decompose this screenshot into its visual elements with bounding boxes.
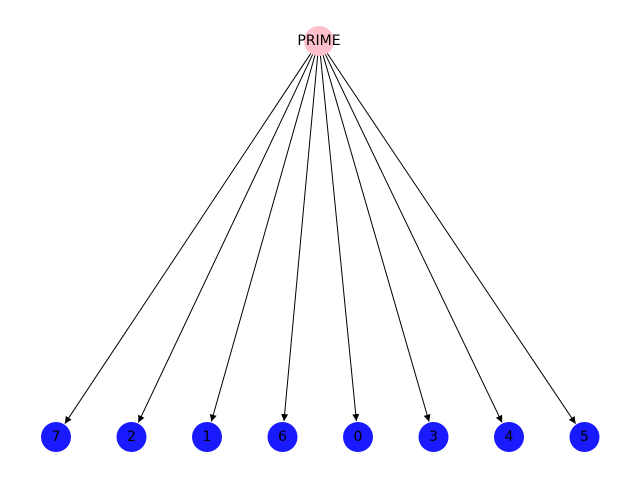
node-0: 0 — [343, 422, 373, 452]
node-4: 4 — [494, 422, 524, 452]
node-4-label: 4 — [505, 429, 514, 445]
node-1: 1 — [192, 422, 222, 452]
node-1-label: 1 — [203, 429, 212, 445]
node-1-circle — [192, 422, 222, 452]
node-7: 7 — [41, 422, 71, 452]
edge-prime-to-1 — [209, 51, 317, 422]
node-2-circle — [116, 422, 147, 452]
edge-prime-to-7 — [64, 49, 314, 424]
node-7-circle — [41, 422, 71, 452]
edge-prime-to-2 — [137, 50, 315, 423]
node-4-circle — [494, 422, 524, 452]
node-3-label: 3 — [429, 429, 438, 445]
node-6-label: 6 — [278, 429, 287, 445]
node-7-label: 7 — [52, 429, 61, 445]
node-3-circle — [418, 422, 449, 452]
node-2: 2 — [116, 422, 147, 452]
node-0-circle — [343, 422, 373, 452]
node-5-circle — [569, 422, 600, 452]
node-2-label: 2 — [127, 429, 136, 445]
edges — [64, 49, 577, 424]
node-5-label: 5 — [580, 429, 589, 445]
node-prime-label: PRIME — [297, 33, 340, 49]
edge-prime-to-3 — [321, 51, 431, 422]
edge-prime-to-6 — [281, 51, 319, 422]
nodes: PRIME 7 2 1 6 0 3 4 5 — [41, 26, 600, 452]
node-prime: PRIME — [297, 26, 341, 56]
edge-prime-to-4 — [323, 50, 503, 423]
node-3: 3 — [418, 422, 449, 452]
node-6-circle — [267, 422, 298, 452]
edge-prime-to-0 — [319, 51, 360, 422]
node-6: 6 — [267, 422, 298, 452]
node-prime-circle — [304, 26, 334, 56]
node-0-label: 0 — [354, 429, 363, 445]
node-5: 5 — [569, 422, 600, 452]
edge-prime-to-5 — [324, 49, 577, 424]
